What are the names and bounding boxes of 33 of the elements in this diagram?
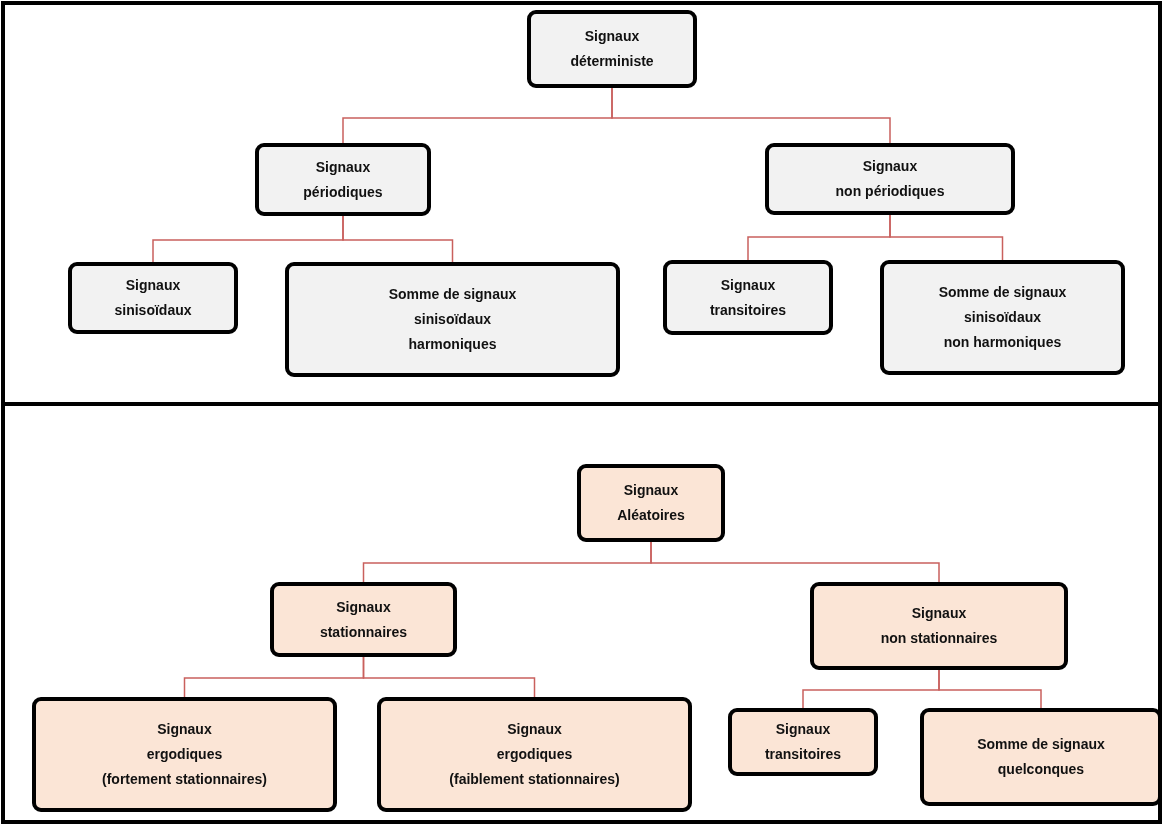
category-label: Signaux ergodiques (faiblement stationnaires) [449, 720, 620, 789]
category-label: Signaux non périodiques [835, 157, 945, 201]
category-box [32, 697, 337, 812]
category-label: Signaux stationnaires [319, 597, 408, 642]
category-label: Signaux sinisoïdaux [114, 276, 192, 320]
category-label: Somme de signaux sinisoïdaux harmoniques [388, 285, 517, 354]
category-label: Signaux Aléatoires [617, 481, 685, 525]
category-box [377, 697, 692, 812]
category-label: Somme de signaux sinisoïdaux non harmoniques [938, 283, 1067, 352]
category-box [765, 143, 1015, 215]
category-label: Somme de signaux quelconques [977, 735, 1105, 779]
category-label: Signaux ergodiques (fortement stationnaires) [102, 720, 267, 789]
category-label: Signaux transitoires [764, 720, 842, 764]
connector-line [362, 656, 536, 698]
category-box [527, 10, 697, 88]
connector-line [889, 214, 1004, 261]
category-label: Signaux périodiques [303, 157, 383, 202]
category-box [663, 260, 833, 335]
connector-line [342, 215, 454, 263]
category-box [577, 464, 725, 542]
category-label: Signaux transitoires [709, 275, 787, 320]
connector-line [611, 87, 891, 144]
connector-line [938, 669, 1042, 709]
connector-line [650, 541, 940, 583]
category-box [68, 262, 238, 334]
category-box [270, 582, 457, 657]
category-label: Signaux non stationnaires [880, 604, 998, 648]
category-box [880, 260, 1125, 375]
category-box [728, 708, 878, 776]
category-box [810, 582, 1068, 670]
category-label: Signaux déterministe [570, 27, 654, 71]
category-box [255, 143, 431, 216]
category-box [285, 262, 620, 377]
